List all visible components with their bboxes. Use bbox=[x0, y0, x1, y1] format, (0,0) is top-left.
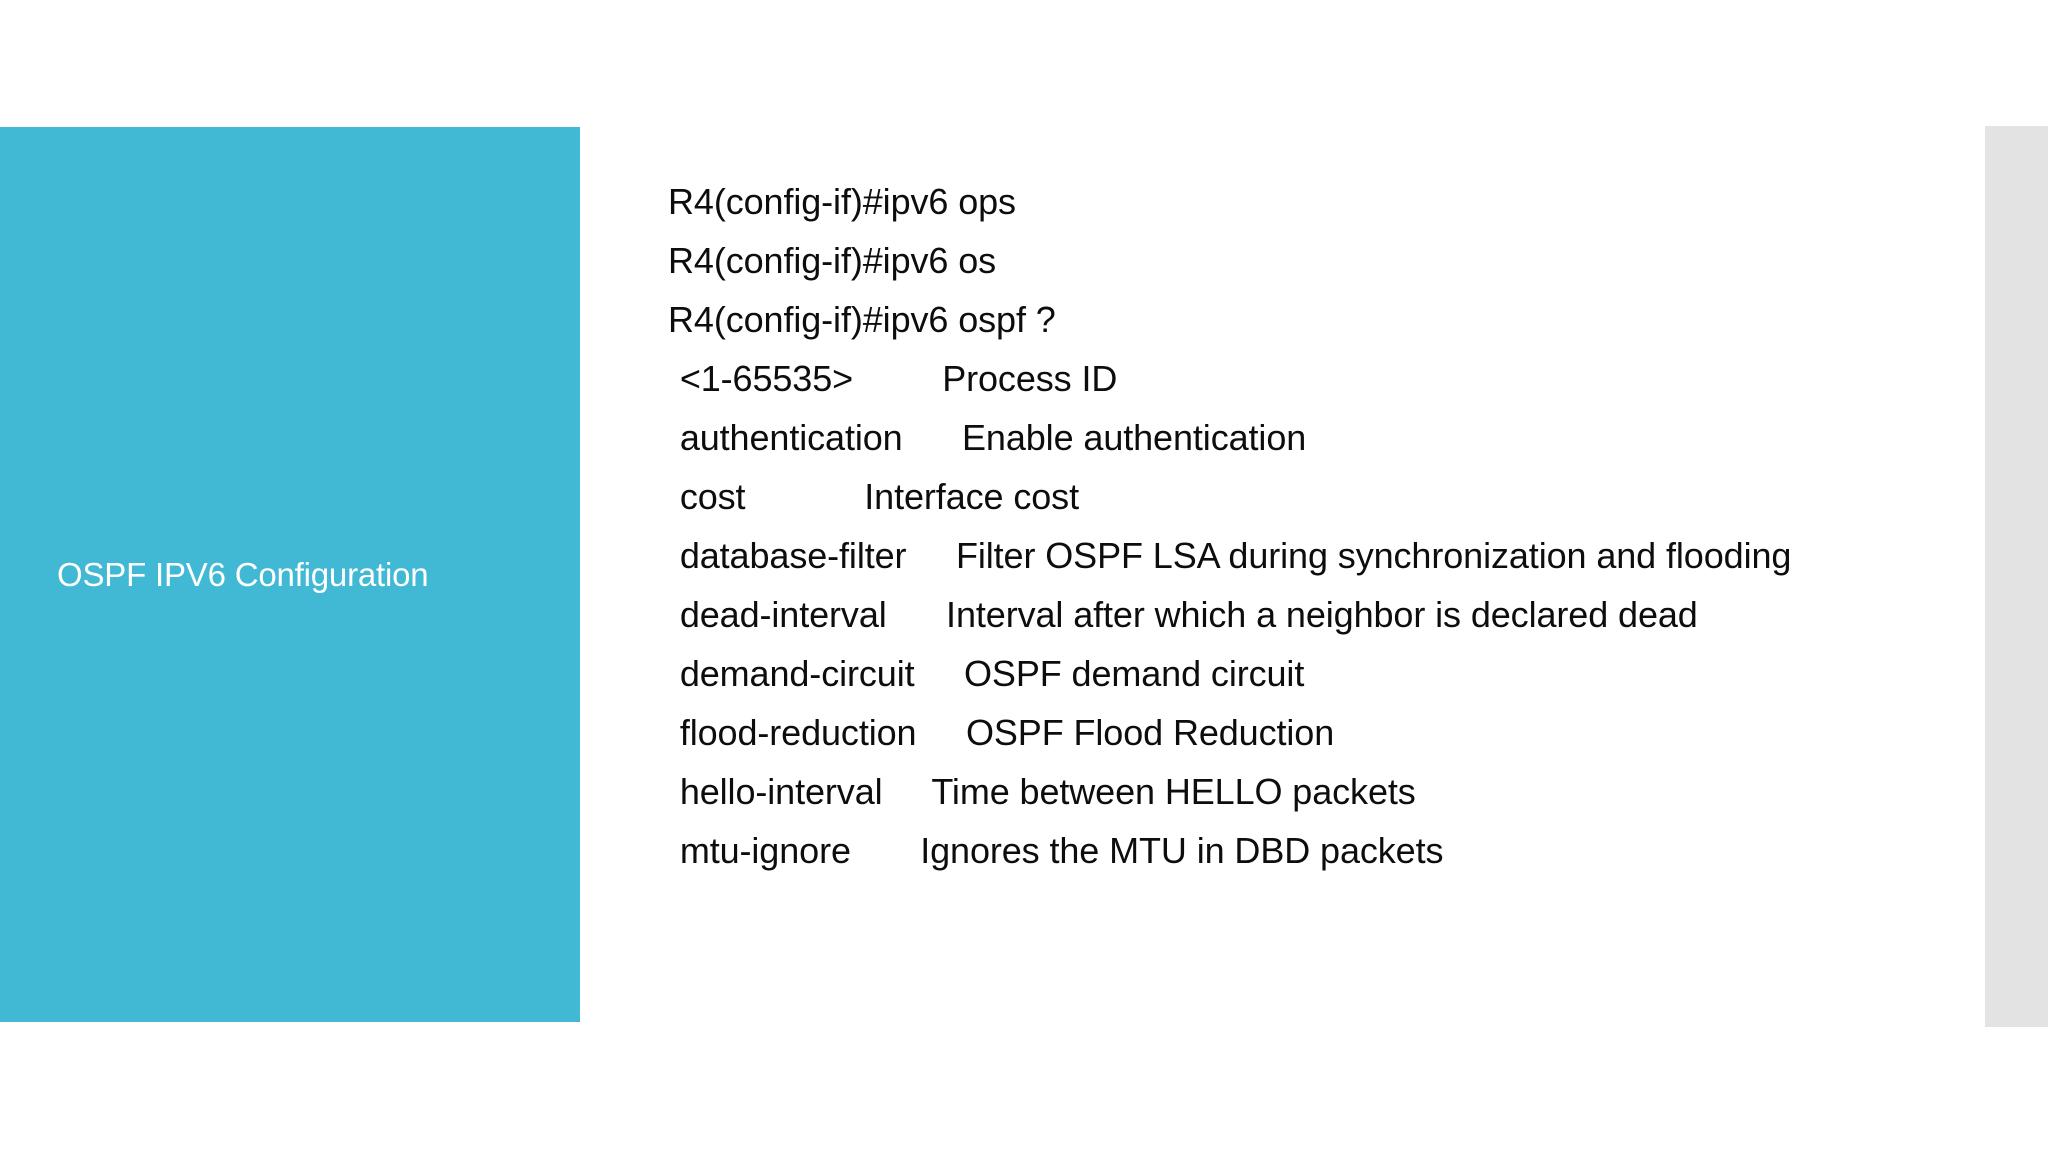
cli-help-line: cost Interface cost bbox=[660, 476, 1079, 517]
cli-prompt-line: R4(config-if)#ipv6 os bbox=[668, 240, 997, 281]
right-edge-strip bbox=[1985, 126, 2048, 1027]
cli-help-line: mtu-ignore Ignores the MTU in DBD packet… bbox=[660, 830, 1444, 871]
title-panel: OSPF IPV6 Configuration bbox=[0, 127, 580, 1022]
cli-help-line: authentication Enable authentication bbox=[660, 417, 1307, 458]
cli-prompt-line: R4(config-if)#ipv6 ospf ? bbox=[668, 299, 1056, 340]
cli-help-line: <1-65535> Process ID bbox=[660, 358, 1118, 399]
cli-help-line: demand-circuit OSPF demand circuit bbox=[660, 653, 1305, 694]
cli-help-line: flood-reduction OSPF Flood Reduction bbox=[660, 712, 1335, 753]
cli-help-line: dead-interval Interval after which a nei… bbox=[660, 594, 1698, 635]
console-output: R4(config-if)#ipv6 ops R4(config-if)#ipv… bbox=[660, 172, 1960, 880]
page-title: OSPF IPV6 Configuration bbox=[57, 555, 429, 593]
cli-help-line: database-filter Filter OSPF LSA during s… bbox=[660, 535, 1792, 576]
cli-prompt-line: R4(config-if)#ipv6 ops bbox=[668, 181, 1016, 222]
cli-help-line: hello-interval Time between HELLO packet… bbox=[660, 771, 1416, 812]
